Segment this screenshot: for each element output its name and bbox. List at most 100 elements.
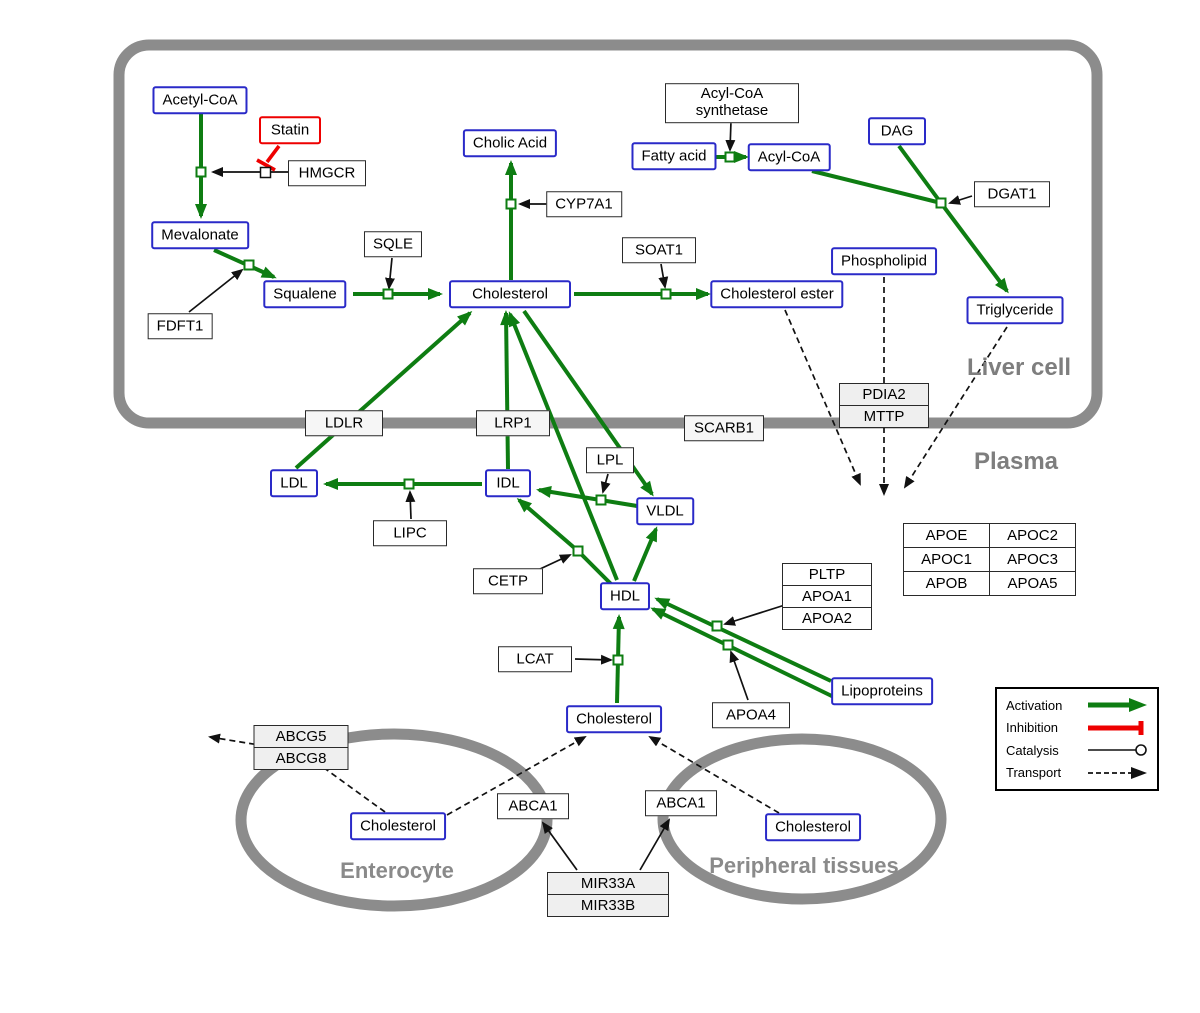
legend-transport-row: Transport [1006,765,1148,781]
node-acyl-coa-synthetase[interactable]: Acyl-CoA synthetase [665,83,799,123]
legend-activation-row: Activation [1006,697,1148,713]
legend: Activation Inhibition Catalysis Transpor… [995,687,1159,791]
node-apoe[interactable]: APOE [904,524,990,548]
inhibition-statin-tbar [256,158,276,172]
node-fatty-acid[interactable]: Fatty acid [631,142,717,170]
catalysis-circle-icon [1088,744,1147,757]
node-pdia2[interactable]: PDIA2 [839,383,929,406]
node-dag[interactable]: DAG [868,117,926,145]
catalysis-pltp-apoa [723,603,789,626]
inhibition-edges [256,144,281,172]
edge-hdl-vldl [632,526,658,582]
edge-junction-triglyceride [939,201,1009,294]
node-cholesterol-plasma[interactable]: Cholesterol [566,705,662,733]
node-abcg5[interactable]: ABCG5 [253,725,349,748]
node-idl[interactable]: IDL [485,469,531,497]
node-mevalonate[interactable]: Mevalonate [151,221,249,249]
node-lipc[interactable]: LIPC [373,520,447,546]
edge-dag-junction [897,144,943,205]
catalysis-lpl [600,473,611,494]
node-cholesterol-enterocyte[interactable]: Cholesterol [350,812,446,840]
node-apoc1[interactable]: APOC1 [904,548,990,572]
node-apoa4[interactable]: APOA4 [712,702,790,728]
node-acyl-coa[interactable]: Acyl-CoA [747,143,831,171]
node-statin[interactable]: Statin [259,116,321,144]
node-pltp[interactable]: PLTP [782,563,872,586]
node-cholesterol-ester[interactable]: Cholesterol ester [710,280,844,308]
node-lcat[interactable]: LCAT [498,646,572,672]
pltp-apoa-stack: PLTP APOA1 APOA2 [782,563,872,630]
node-sqle[interactable]: SQLE [363,231,423,257]
catalysis-sqle [385,257,395,290]
node-scarb1[interactable]: SCARB1 [684,415,764,441]
inhibition-bar-icon [1088,720,1144,735]
node-mir33a[interactable]: MIR33A [547,872,669,895]
node-lrp1[interactable]: LRP1 [476,410,550,436]
node-cholesterol-liver[interactable]: Cholesterol [449,280,571,308]
node-apoa5[interactable]: APOA5 [990,572,1076,596]
catalysis-lcat [574,654,613,665]
node-mttp[interactable]: MTTP [839,405,929,428]
node-hmgcr[interactable]: HMGCR [288,160,366,186]
catalysis-fdft1 [188,268,244,313]
abcg-stack: ABCG5 ABCG8 [253,725,349,770]
legend-catalysis-row: Catalysis [1006,742,1148,758]
transport-cholesterolester-plasma [784,309,861,486]
node-cyp7a1[interactable]: CYP7A1 [546,191,622,217]
node-dgat1[interactable]: DGAT1 [974,181,1050,207]
mir33-stack: MIR33A MIR33B [547,872,669,917]
node-cholic-acid[interactable]: Cholic Acid [462,129,558,157]
edge-lipoproteins-hdl-upper [654,597,832,683]
node-mir33b[interactable]: MIR33B [547,894,669,917]
edge-mir33-abca1-left [541,821,578,871]
transport-arrow-icon [1088,766,1147,779]
node-squalene[interactable]: Squalene [263,280,347,308]
hmgcr-catalysis-node [259,166,272,179]
edge-acylcoa-junction [811,169,942,205]
node-abcg8[interactable]: ABCG8 [253,747,349,770]
catalysis-lipc [405,490,416,520]
pdia2-mttp-stack: PDIA2 MTTP [839,383,929,428]
node-vldl[interactable]: VLDL [636,497,694,525]
transport-triglyceride-plasma [903,326,1008,489]
edge-idl-lrp1-cholesterol [500,310,513,470]
edge-vldl-idl [536,486,638,508]
node-abca1-left[interactable]: ABCA1 [497,793,569,819]
catalysis-apoa4 [729,650,749,701]
node-fdft1[interactable]: FDFT1 [147,313,213,339]
transport-enterocyte-cholesterol-plasma [446,736,587,816]
node-lpl[interactable]: LPL [586,447,634,473]
legend-catalysis-label: Catalysis [1006,742,1059,758]
node-hdl[interactable]: HDL [599,582,651,610]
node-cholesterol-peripheral[interactable]: Cholesterol [765,813,861,841]
transport-peripheral-cholesterol-plasma [648,735,780,814]
node-lipoproteins[interactable]: Lipoproteins [831,677,933,705]
catalysis-dgat1 [948,195,973,205]
node-apoc3[interactable]: APOC3 [990,548,1076,572]
node-apoa2[interactable]: APOA2 [782,607,872,630]
node-ldl[interactable]: LDL [270,469,318,497]
node-soat1[interactable]: SOAT1 [622,237,696,263]
node-ldlr[interactable]: LDLR [305,410,383,436]
node-apoa1[interactable]: APOA1 [782,585,872,608]
node-cetp[interactable]: CETP [473,568,543,594]
liver-cell-membrane [113,39,1103,429]
enterocyte-membrane [235,728,553,912]
node-phospholipid[interactable]: Phospholipid [831,247,937,275]
node-triglyceride[interactable]: Triglyceride [966,296,1064,324]
node-acetyl-coa[interactable]: Acetyl-CoA [152,86,248,114]
reaction-nodes [195,151,947,666]
legend-transport-label: Transport [1006,765,1062,781]
catalysis-edges [188,120,973,871]
peripheral-tissues-label: Peripheral tissues [709,853,899,878]
node-apoc2[interactable]: APOC2 [990,524,1076,548]
catalysis-soat1 [658,263,669,289]
node-abca1-right[interactable]: ABCA1 [645,790,717,816]
apolipoprotein-table: APOE APOC2 APOC1 APOC3 APOB APOA5 [903,523,1076,596]
node-apob[interactable]: APOB [904,572,990,596]
enterocyte-label: Enterocyte [340,858,454,883]
edge-mir33-abca1-right [639,818,671,871]
legend-inhibition-row: Inhibition [1006,720,1148,736]
